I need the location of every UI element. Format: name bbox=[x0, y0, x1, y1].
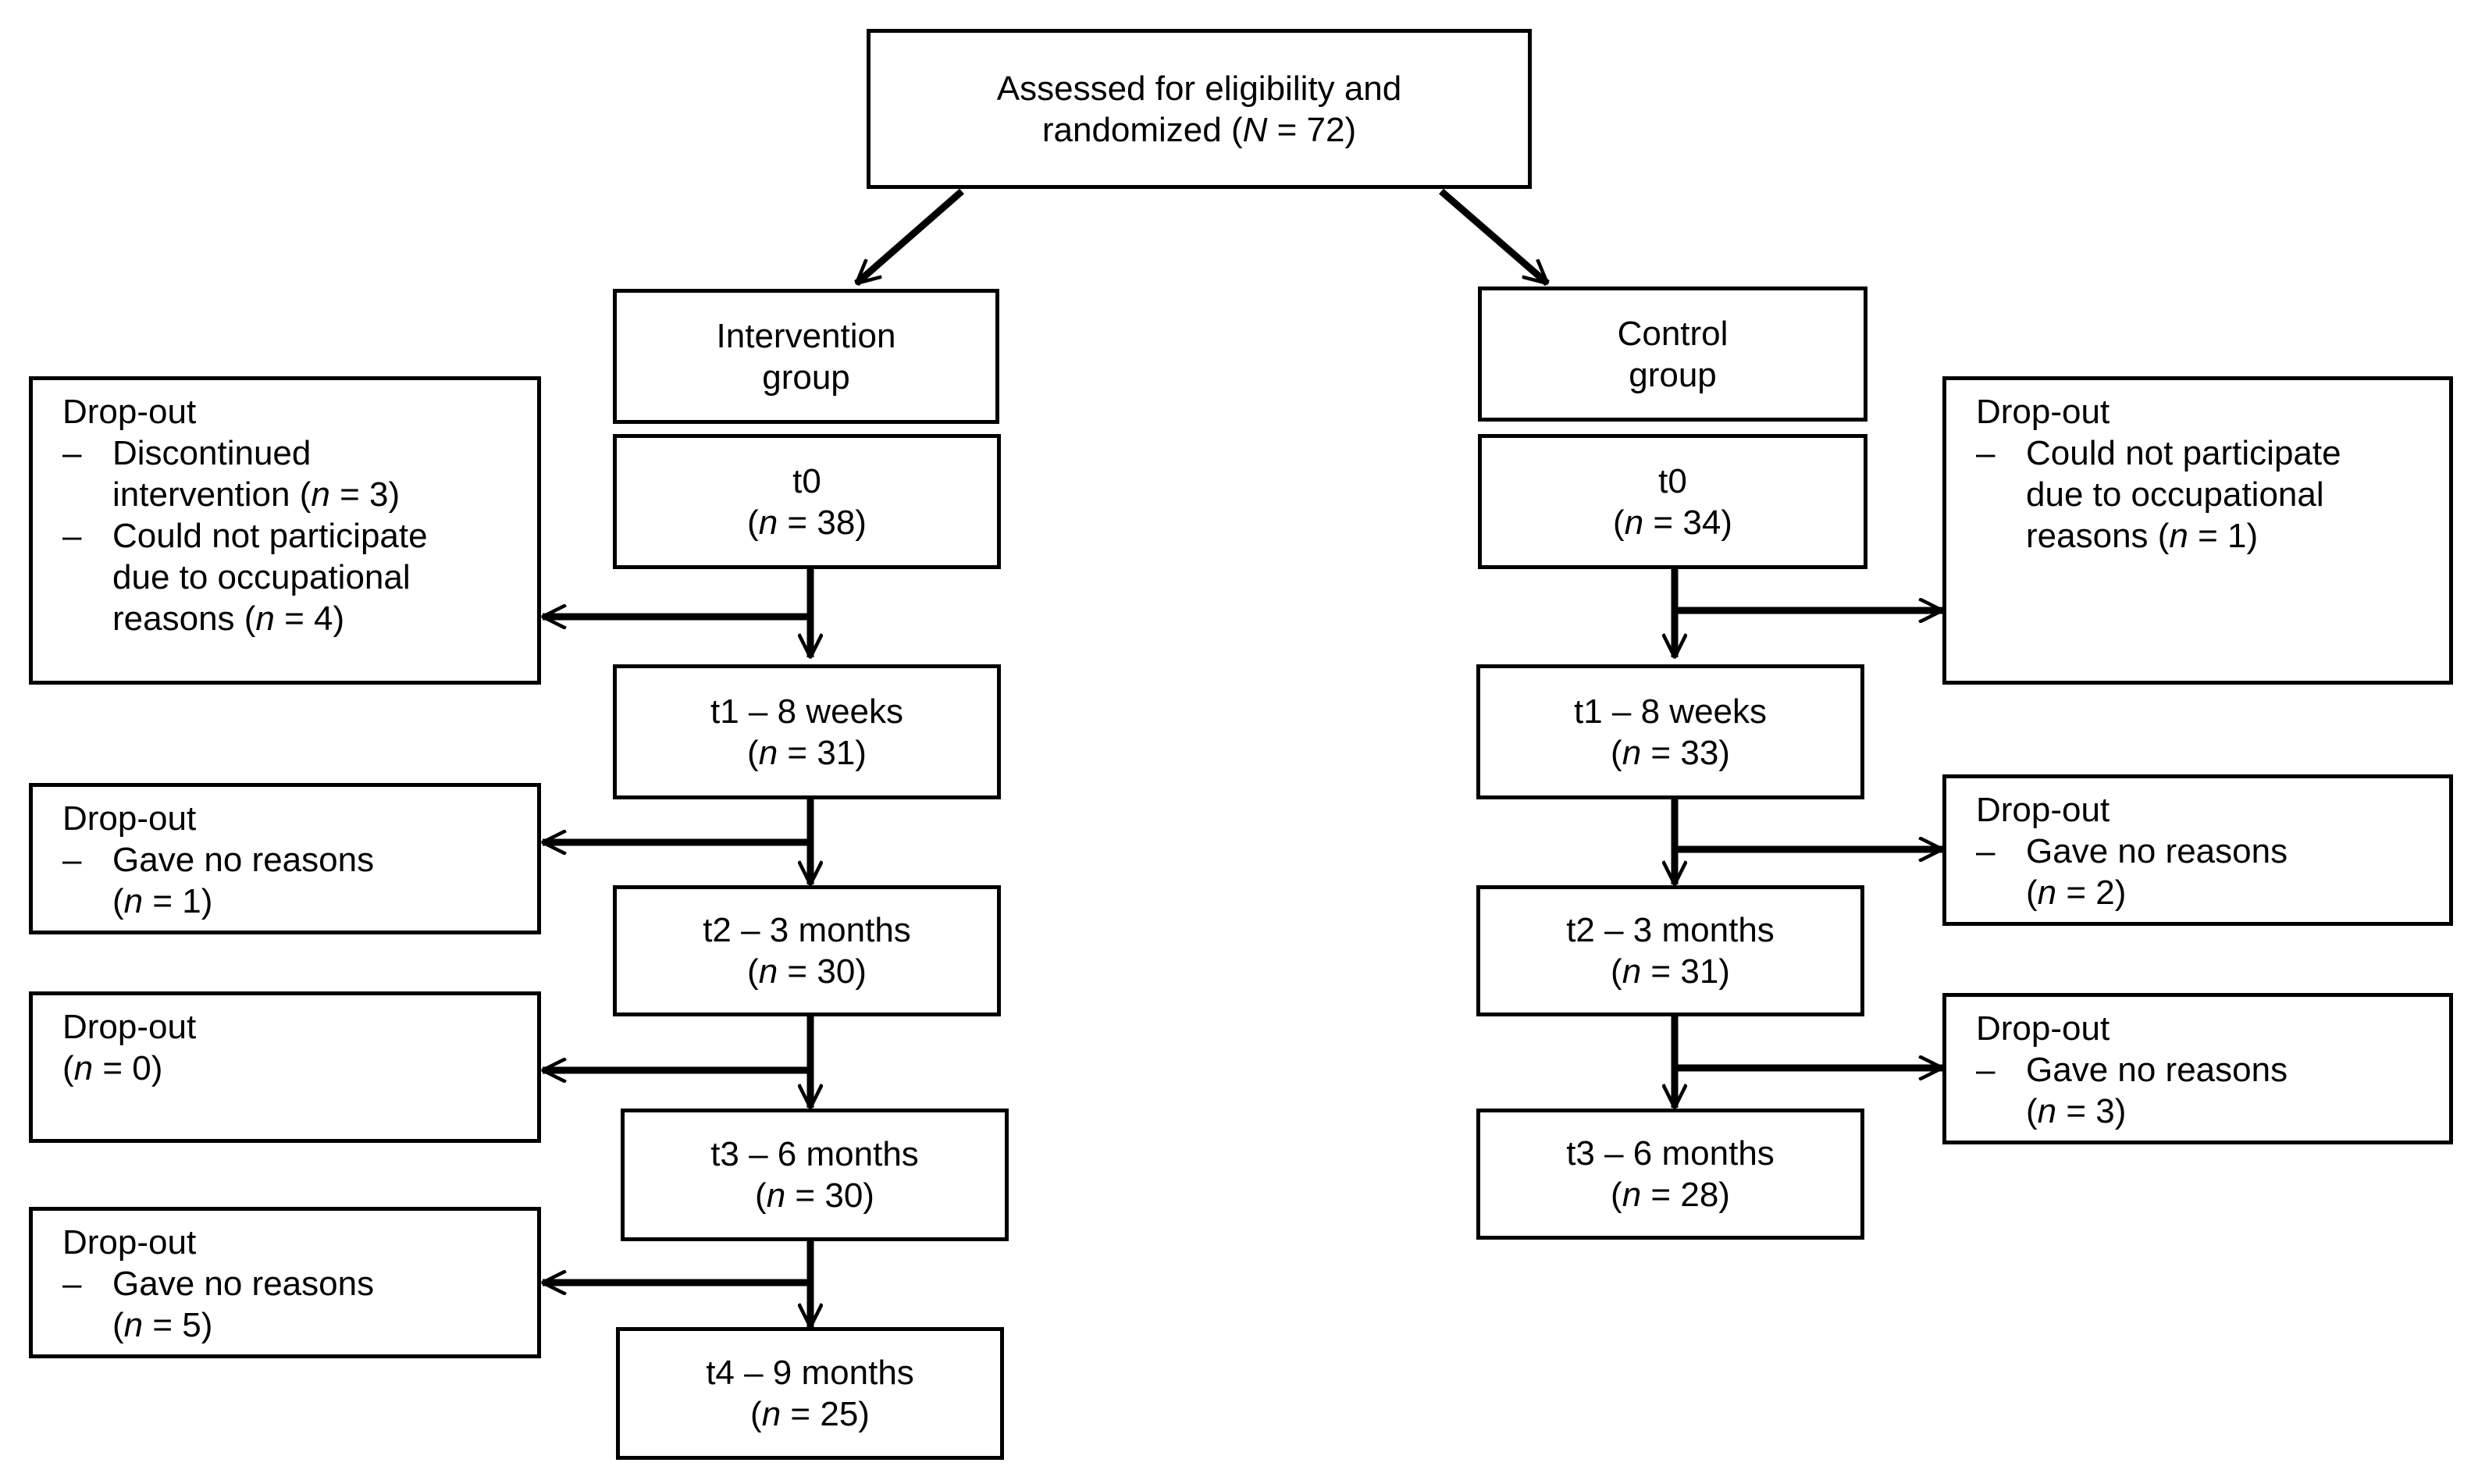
arrow-to-control bbox=[1439, 188, 1547, 286]
dropout-entry: – Could not participate due to occupatio… bbox=[1976, 432, 2449, 557]
stage-n-value: 28 bbox=[1680, 1176, 1719, 1214]
dropout-title: Drop-out bbox=[62, 799, 197, 838]
stage-n-value: 33 bbox=[1680, 733, 1719, 772]
randomization-box: Assessed for eligibility and randomized … bbox=[867, 29, 1532, 189]
stage-count: (n = 28) bbox=[1611, 1176, 1730, 1214]
control-stage-t1: t1 – 8 weeks (n = 33) bbox=[1476, 664, 1864, 799]
dropout-entry-line: (n = 3) bbox=[2026, 1092, 2127, 1130]
stage-count: (n = 30) bbox=[747, 952, 867, 991]
dropout-title: Drop-out bbox=[62, 393, 197, 431]
dropout-entry-line: Could not participate bbox=[112, 517, 428, 555]
dash-bullet: – bbox=[1976, 1051, 1996, 1089]
control-dropout-1: Drop-out – Could not participate due to … bbox=[1942, 376, 2453, 685]
stage-count: (n = 34) bbox=[1613, 503, 1732, 542]
randomization-line-2: randomized (N = 72) bbox=[1041, 110, 1357, 149]
intervention-group-box: Intervention group bbox=[613, 289, 999, 424]
arrow-to-intervention bbox=[856, 188, 964, 286]
stage-n-value: 30 bbox=[817, 952, 856, 991]
control-stage-t0: t0 (n = 34) bbox=[1478, 434, 1867, 569]
intervention-stage-t3: t3 – 6 months (n = 30) bbox=[621, 1109, 1009, 1241]
intervention-stage-t1: t1 – 8 weeks (n = 31) bbox=[613, 664, 1001, 799]
dropout-entry: – Gave no reasons (n = 1) bbox=[62, 839, 537, 922]
intervention-dropout-2: Drop-out – Gave no reasons (n = 1) bbox=[29, 783, 541, 934]
stage-label: t0 bbox=[792, 461, 821, 500]
control-dropout-3: Drop-out – Gave no reasons (n = 3) bbox=[1942, 993, 2453, 1144]
stage-label: t4 – 9 months bbox=[706, 1354, 914, 1392]
dropout-entry-line: Could not participate bbox=[2026, 434, 2341, 472]
stage-label: t2 – 3 months bbox=[703, 911, 911, 949]
stage-label: t2 – 3 months bbox=[1566, 911, 1775, 949]
dash-bullet: – bbox=[62, 517, 82, 555]
stage-count: (n = 25) bbox=[750, 1395, 870, 1433]
dropout-entry: – Gave no reasons (n = 5) bbox=[62, 1263, 537, 1346]
stage-n-value: 25 bbox=[820, 1395, 859, 1433]
stage-n-value: 30 bbox=[824, 1176, 863, 1215]
stage-count: (n = 33) bbox=[1611, 733, 1730, 772]
intervention-dropout-4: Drop-out – Gave no reasons (n = 5) bbox=[29, 1207, 541, 1358]
randomization-line-1: Assessed for eligibility and bbox=[996, 69, 1402, 108]
stage-label: t0 bbox=[1658, 461, 1687, 500]
dropout-entry-line: (n = 2) bbox=[2026, 874, 2127, 912]
dropout-title: Drop-out bbox=[1976, 791, 2110, 829]
control-group-box: Control group bbox=[1478, 286, 1867, 422]
dash-bullet: – bbox=[1976, 832, 1996, 870]
control-dropout-2: Drop-out – Gave no reasons (n = 2) bbox=[1942, 774, 2453, 926]
stage-label: t1 – 8 weeks bbox=[1573, 692, 1768, 731]
stage-n-value: 31 bbox=[817, 733, 856, 772]
dropout-entry-line: Gave no reasons bbox=[112, 1265, 375, 1303]
intervention-stage-t4: t4 – 9 months (n = 25) bbox=[616, 1327, 1004, 1460]
stage-n-value: 38 bbox=[817, 503, 856, 542]
stage-count: (n = 31) bbox=[747, 733, 867, 772]
dropout-entry-line: (n = 5) bbox=[112, 1306, 213, 1344]
control-stage-t2: t2 – 3 months (n = 31) bbox=[1476, 885, 1864, 1016]
control-group-line-1: Control bbox=[1617, 314, 1729, 353]
control-group-line-2: group bbox=[1629, 355, 1717, 394]
dropout-entry-line: Discontinued bbox=[112, 434, 312, 472]
intervention-dropout-3: Drop-out (n = 0) bbox=[29, 991, 541, 1143]
dropout-title: Drop-out bbox=[1976, 1009, 2110, 1048]
dropout-plain-count: (n = 0) bbox=[62, 1049, 163, 1087]
stage-label: t3 – 6 months bbox=[1566, 1134, 1775, 1173]
dash-bullet: – bbox=[1976, 434, 1996, 472]
stage-n-value: 31 bbox=[1680, 952, 1719, 991]
dropout-entry-line: (n = 1) bbox=[112, 882, 213, 920]
dropout-entry-line: reasons (n = 4) bbox=[112, 600, 345, 638]
dash-bullet: – bbox=[62, 1265, 82, 1303]
stage-count: (n = 38) bbox=[747, 503, 867, 542]
stage-count: (n = 30) bbox=[755, 1176, 874, 1215]
dropout-entry: – Gave no reasons (n = 3) bbox=[1976, 1049, 2449, 1132]
dropout-entry-line: reasons (n = 1) bbox=[2026, 517, 2259, 555]
dropout-title: Drop-out bbox=[62, 1008, 197, 1046]
stage-count: (n = 31) bbox=[1611, 952, 1730, 991]
dash-bullet: – bbox=[62, 434, 82, 472]
stage-n-value: 34 bbox=[1682, 503, 1721, 542]
dropout-entry: – Discontinued intervention (n = 3) bbox=[62, 432, 537, 515]
intervention-group-line-1: Intervention bbox=[716, 316, 896, 355]
intervention-stage-t0: t0 (n = 38) bbox=[613, 434, 1001, 569]
intervention-stage-t2: t2 – 3 months (n = 30) bbox=[613, 885, 1001, 1016]
stage-label: t1 – 8 weeks bbox=[710, 692, 904, 731]
intervention-dropout-1: Drop-out – Discontinued intervention (n … bbox=[29, 376, 541, 685]
stage-label: t3 – 6 months bbox=[710, 1135, 919, 1173]
dropout-entry-line: due to occupational bbox=[2026, 475, 2324, 514]
dropout-entry-line: Gave no reasons bbox=[112, 841, 375, 879]
intervention-group-line-2: group bbox=[762, 358, 850, 397]
dash-bullet: – bbox=[62, 841, 82, 879]
dropout-entry-line: due to occupational bbox=[112, 558, 411, 596]
dropout-entry-line: Gave no reasons bbox=[2026, 832, 2288, 870]
dropout-entry-line: intervention (n = 3) bbox=[112, 475, 401, 514]
dropout-title: Drop-out bbox=[62, 1223, 197, 1262]
dropout-entry-line: Gave no reasons bbox=[2026, 1051, 2288, 1089]
control-stage-t3: t3 – 6 months (n = 28) bbox=[1476, 1109, 1864, 1240]
dropout-entry: – Gave no reasons (n = 2) bbox=[1976, 831, 2449, 913]
dropout-title: Drop-out bbox=[1976, 393, 2110, 431]
dropout-entry: – Could not participate due to occupatio… bbox=[62, 515, 537, 639]
